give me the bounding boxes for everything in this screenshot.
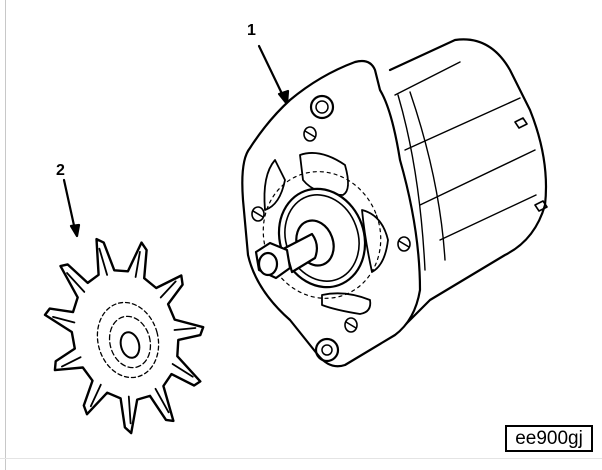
fan-blade: [159, 280, 177, 299]
fan: [43, 237, 205, 435]
fan-outline: [43, 237, 205, 435]
fan-bore: [119, 331, 141, 359]
fan-blade: [98, 247, 108, 276]
fan-blade: [52, 315, 76, 324]
page-bottom-rule: [0, 458, 602, 459]
fan-blade: [134, 250, 141, 278]
callout-2-label: 2: [56, 162, 65, 179]
screws: [251, 126, 411, 333]
fan-blade: [89, 383, 102, 408]
fan-blade: [66, 272, 86, 293]
fan-blade: [154, 387, 170, 414]
alternator: [241, 38, 548, 368]
callout-1-leader-arrow: [257, 44, 290, 106]
fan-blade: [127, 395, 132, 425]
figure-code-label: ee900gj: [505, 425, 593, 452]
mount-boss-bottom: [314, 337, 340, 363]
mount-boss-top: [309, 94, 335, 120]
shaft: [283, 232, 319, 274]
fan-blade: [173, 327, 197, 331]
alternator-rear-housing: [388, 38, 548, 332]
fan-blade: [171, 363, 194, 378]
terminal-stud: [514, 117, 548, 212]
callout-2-leader-arrow: [62, 178, 81, 238]
callout-1-label: 1: [247, 22, 256, 39]
fan-blade: [61, 356, 82, 368]
page-margin-rule: [5, 0, 6, 470]
